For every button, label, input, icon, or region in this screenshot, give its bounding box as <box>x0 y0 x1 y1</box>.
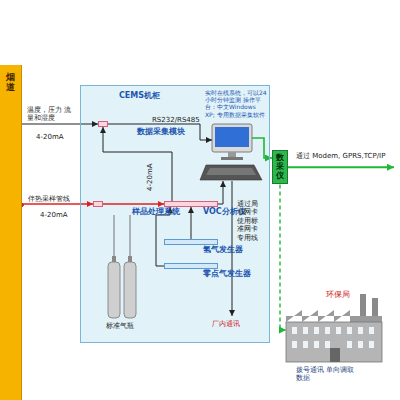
factory-window <box>314 327 319 334</box>
pc-to-logger-line <box>252 138 272 158</box>
label-text: 4-20mA <box>40 211 68 219</box>
dial-line <box>280 184 286 330</box>
factory-window <box>325 341 330 348</box>
factory-window <box>303 327 308 334</box>
label-text: 环保局 <box>326 290 350 300</box>
factory-window <box>358 327 363 334</box>
label-text: 通过 Modem, GPRS,TCP/IP <box>296 152 385 160</box>
connector <box>103 203 164 205</box>
data-logger-box: 数采仪 <box>272 150 288 184</box>
connector <box>103 127 172 201</box>
node-text: CEMS机柜 <box>119 91 160 101</box>
label-text: RS232/RS485 <box>152 116 200 124</box>
connector <box>191 207 192 239</box>
label-text: 厂内通讯 <box>212 320 240 328</box>
label-text: 4-20mA <box>36 133 64 141</box>
node-text: 数据采集模块 <box>137 127 185 137</box>
factory-window <box>369 327 374 334</box>
factory-window <box>369 341 374 348</box>
process-box: 数据采集模块 <box>98 121 108 127</box>
label-text: 标准气瓶 <box>106 322 134 330</box>
process-box: 样品处理系统 <box>93 201 103 207</box>
modem-line <box>288 166 394 168</box>
factory-window <box>347 327 352 334</box>
factory-window <box>347 341 352 348</box>
rs-line <box>108 124 212 140</box>
process-box: VOC分析仪 <box>164 201 218 207</box>
factory-window <box>292 341 297 348</box>
process-box: 零点气发生器 <box>164 263 218 269</box>
factory-window <box>325 327 330 334</box>
factory-window <box>303 341 308 348</box>
connector <box>22 203 93 205</box>
analyzer-to-pc-line <box>218 181 223 204</box>
connector <box>22 124 98 125</box>
cabinet-fill <box>80 85 270 343</box>
label-text: 4-20mA <box>146 157 154 197</box>
factory-window <box>292 327 297 334</box>
gas-cylinders <box>108 215 136 318</box>
label-text: 温度，压力 流量和湿度 <box>27 106 77 123</box>
label-text: 伴热采样管线 <box>28 195 70 203</box>
flue-band: 烟道 <box>0 65 22 400</box>
label-text: 拨号通讯 单向调取数据 <box>296 366 358 383</box>
node-text: 烟道 <box>6 73 15 93</box>
label-text: 通过局域网卡使用标准网卡专用线 <box>237 200 260 242</box>
label-text: 实时在线系统，可以24小时分钟监测 操作平台：中文Windows XP; 专用数… <box>205 89 267 118</box>
node-text: 零点气发生器 <box>203 269 251 279</box>
node-text: 数采仪 <box>276 154 284 180</box>
computer-icon <box>200 124 262 180</box>
node-text: 氢气发生器 <box>203 245 243 255</box>
factory-window <box>336 327 341 334</box>
process-box: 氢气发生器 <box>164 239 218 245</box>
factory-window <box>314 341 319 348</box>
factory-window <box>358 341 363 348</box>
factory-building <box>286 294 382 362</box>
node-text: 样品处理系统 <box>132 207 180 217</box>
